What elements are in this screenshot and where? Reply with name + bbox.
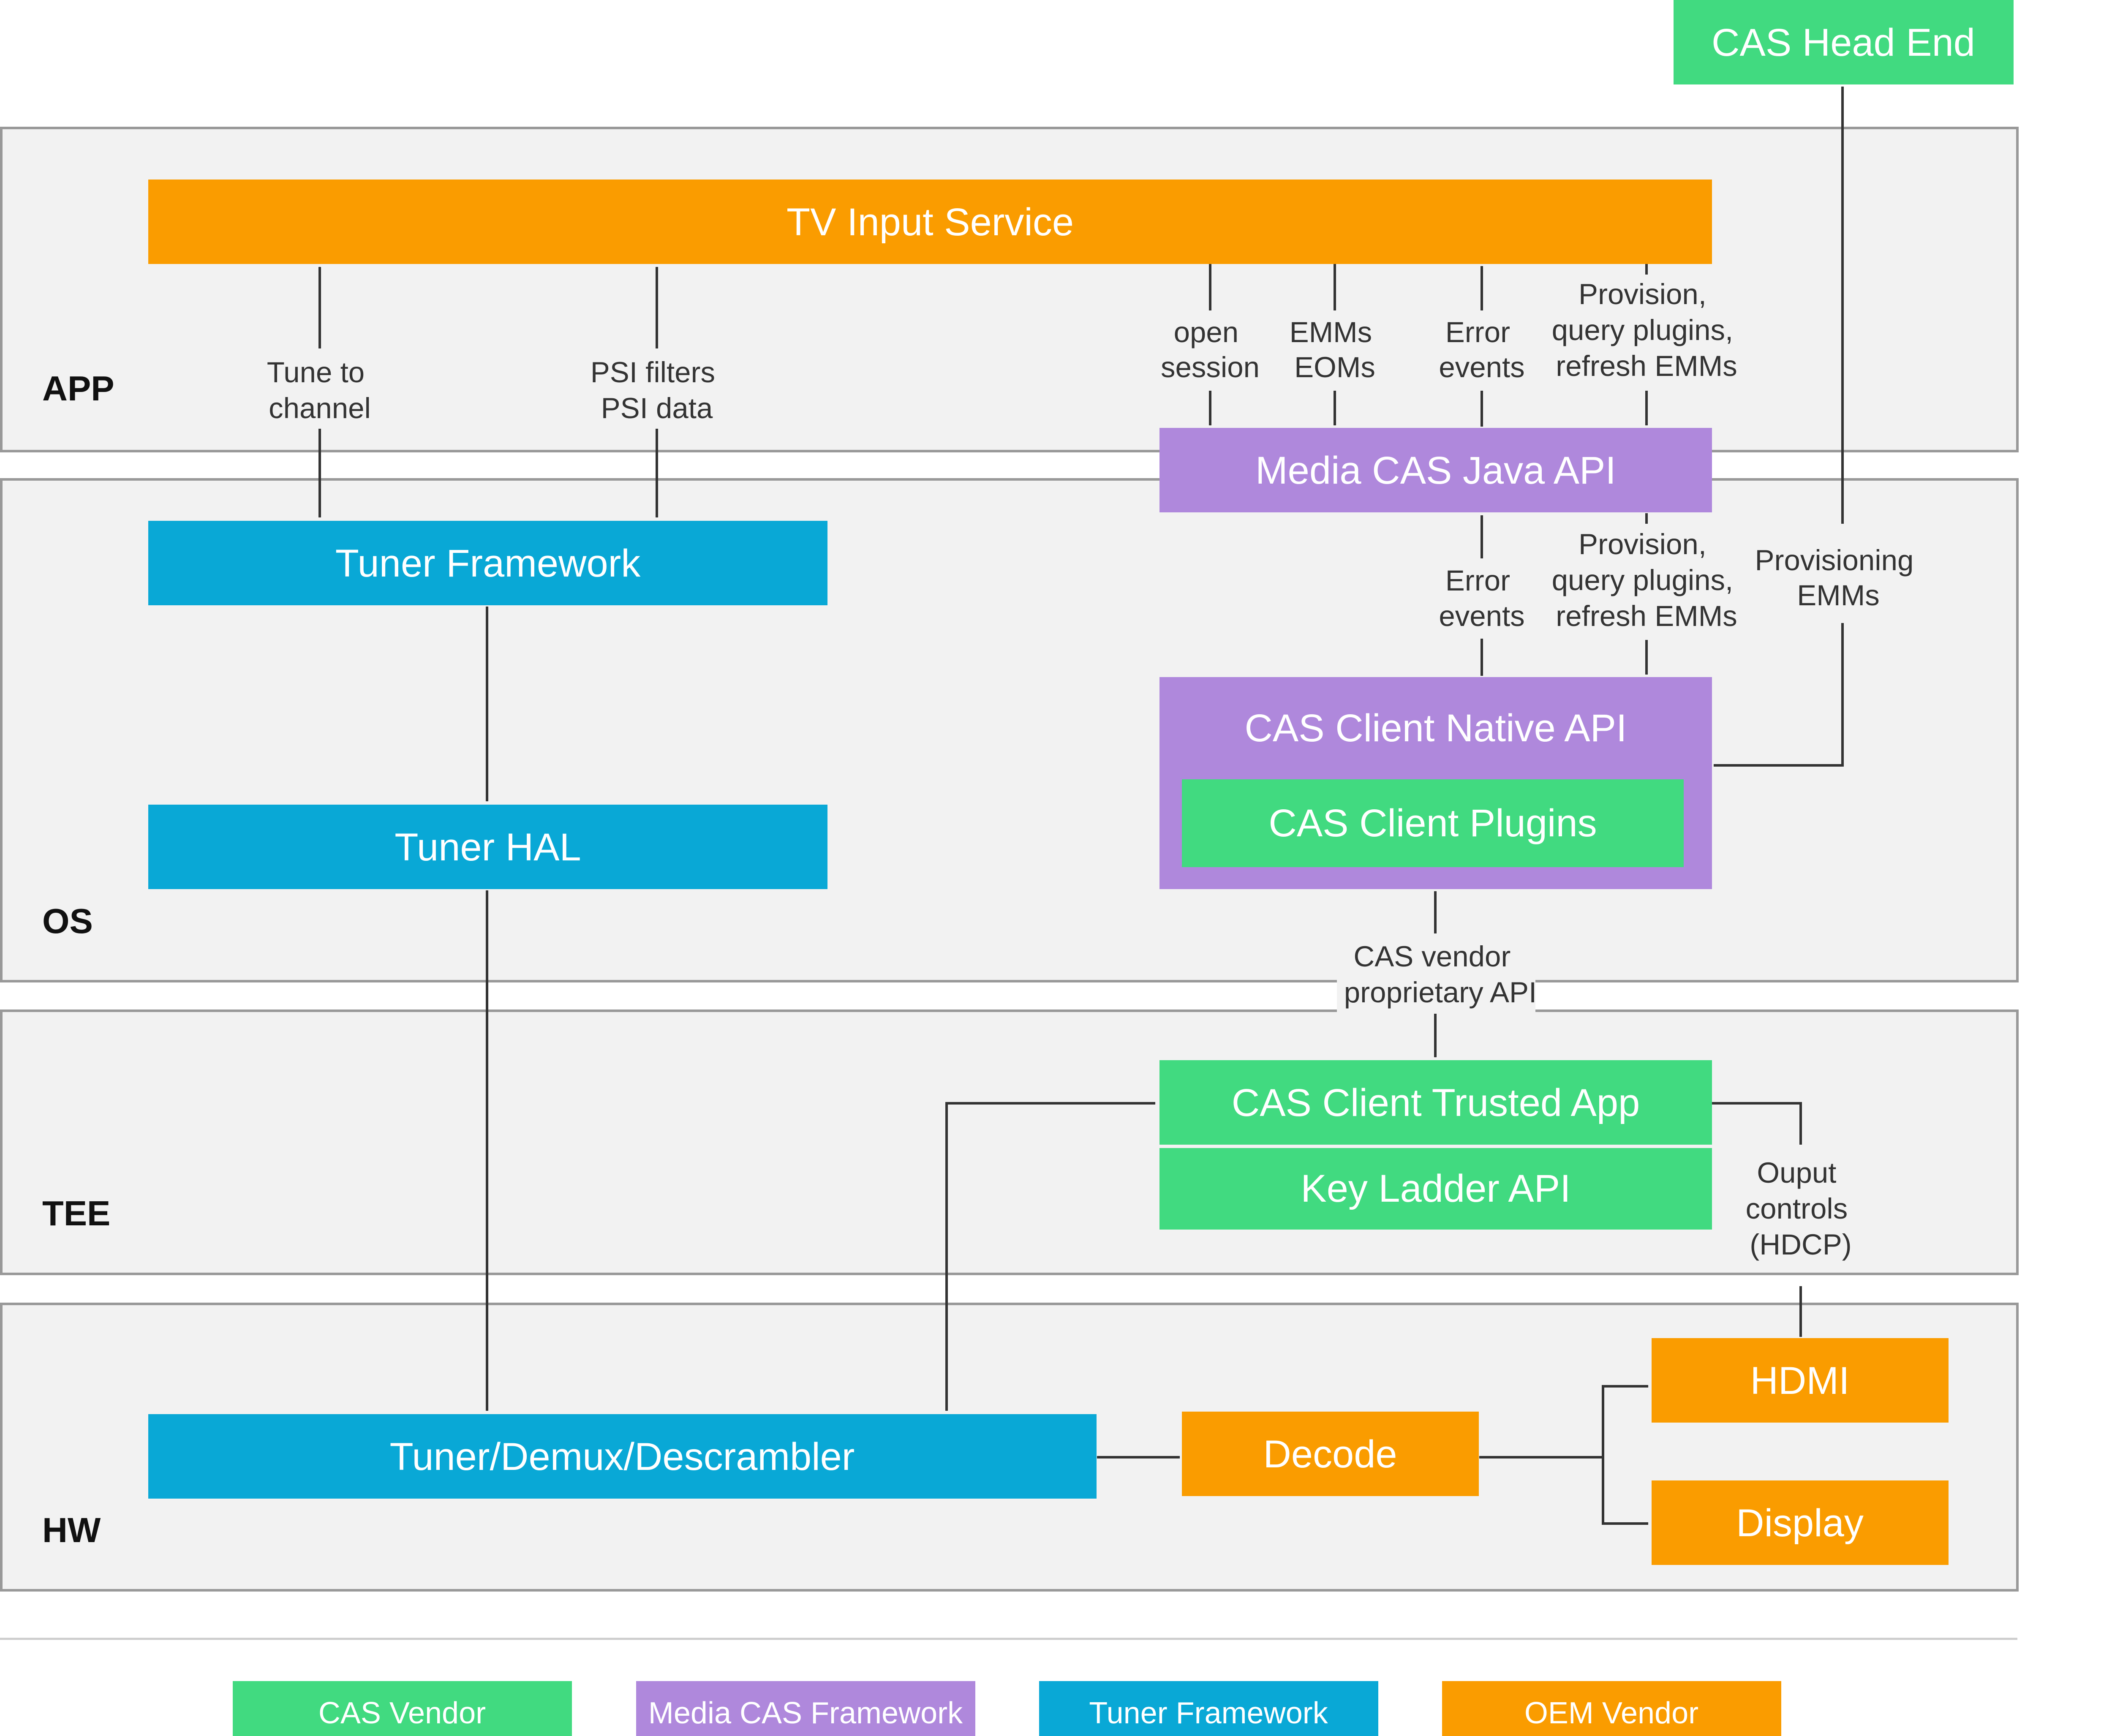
label-tune-to-channel: Tune to channel <box>267 356 373 424</box>
cas-head-end-box[interactable]: CAS Head End <box>1674 0 2014 84</box>
label-emms-eoms: EMMs EOMs <box>1290 316 1380 384</box>
label-psi: PSI filters PSI data <box>591 356 723 424</box>
cas-client-plugins-box[interactable]: CAS Client Plugins <box>1182 779 1684 867</box>
layer-label-app: APP <box>42 369 114 408</box>
legend-label: OEM Vendor <box>1524 1696 1698 1730</box>
legend-label: Tuner Framework <box>1089 1696 1328 1730</box>
label-cas-vendor-api: CAS vendor proprietary API <box>1344 940 1537 1009</box>
boxes: CAS Head End TV Input Service Media CAS … <box>148 0 2014 1565</box>
edge-labels: Tune to channel PSI filters PSI data ope… <box>264 275 1935 1267</box>
edge-decode-hdmi <box>1602 1385 1649 1457</box>
media-cas-java-api-box[interactable]: Media CAS Java API <box>1159 428 1712 512</box>
cas-client-trusted-app-box[interactable]: CAS Client Trusted App <box>1159 1060 1712 1145</box>
tuner-hal-box[interactable]: Tuner HAL <box>148 805 827 889</box>
layer-label-os: OS <box>42 901 93 941</box>
tuner-framework-label: Tuner Framework <box>335 542 641 585</box>
tuner-framework-box[interactable]: Tuner Framework <box>148 521 827 605</box>
tuner-demux-descrambler-box[interactable]: Tuner/Demux/Descrambler <box>148 1414 1097 1499</box>
legend-item-tuner-framework: Tuner Framework <box>1039 1681 1378 1736</box>
label-provisioning-emms: Provisioning EMMs <box>1755 544 1921 612</box>
layer-label-tee: TEE <box>42 1194 110 1233</box>
hdmi-box[interactable]: HDMI <box>1652 1338 1949 1423</box>
legend-item-oem-vendor: OEM Vendor <box>1442 1681 1781 1736</box>
decode-label: Decode <box>1263 1433 1397 1476</box>
key-ladder-api-box[interactable]: Key Ladder API <box>1159 1148 1712 1230</box>
label-output-controls: Ouput controls (HDCP) <box>1746 1156 1856 1261</box>
legend-item-media-cas-framework: Media CAS Framework <box>636 1681 975 1736</box>
legend-item-cas-vendor: CAS Vendor <box>233 1681 572 1736</box>
key-ladder-api-label: Key Ladder API <box>1301 1167 1570 1210</box>
label-error-events-app: Error events <box>1439 316 1524 384</box>
label-provision-os: Provision, query plugins, refresh EMMs <box>1552 528 1742 632</box>
layer-label-hw: HW <box>42 1510 101 1550</box>
cas-client-plugins-label: CAS Client Plugins <box>1268 802 1597 845</box>
media-cas-java-api-label: Media CAS Java API <box>1255 449 1616 492</box>
layer-tee: TEE <box>0 1009 2019 1275</box>
edge-output-controls-top <box>1712 1102 1802 1145</box>
display-label: Display <box>1736 1502 1864 1545</box>
label-provision-app: Provision, query plugins, refresh EMMs <box>1552 278 1742 382</box>
label-open-session: open session <box>1161 316 1260 384</box>
label-error-events-os: Error events <box>1439 564 1524 632</box>
tuner-hal-label: Tuner HAL <box>395 826 581 869</box>
tv-input-service-box[interactable]: TV Input Service <box>148 180 1712 264</box>
legend-label: CAS Vendor <box>318 1696 486 1730</box>
tv-input-service-label: TV Input Service <box>787 201 1074 244</box>
legend-label: Media CAS Framework <box>648 1696 963 1730</box>
tuner-demux-descrambler-label: Tuner/Demux/Descrambler <box>390 1435 855 1478</box>
legend: CAS Vendor Media CAS Framework Tuner Fra… <box>233 1681 1781 1736</box>
edge-demux-trusted-app <box>945 1102 1156 1411</box>
cas-client-native-api-label: CAS Client Native API <box>1244 707 1627 750</box>
cas-head-end-label: CAS Head End <box>1712 21 1975 64</box>
edge-decode-display <box>1602 1457 1649 1525</box>
hdmi-label: HDMI <box>1750 1359 1849 1402</box>
edge-provisioning-emms-in <box>1713 623 1844 767</box>
cas-client-trusted-app-label: CAS Client Trusted App <box>1232 1081 1640 1124</box>
display-box[interactable]: Display <box>1652 1480 1949 1565</box>
decode-box[interactable]: Decode <box>1182 1412 1479 1496</box>
